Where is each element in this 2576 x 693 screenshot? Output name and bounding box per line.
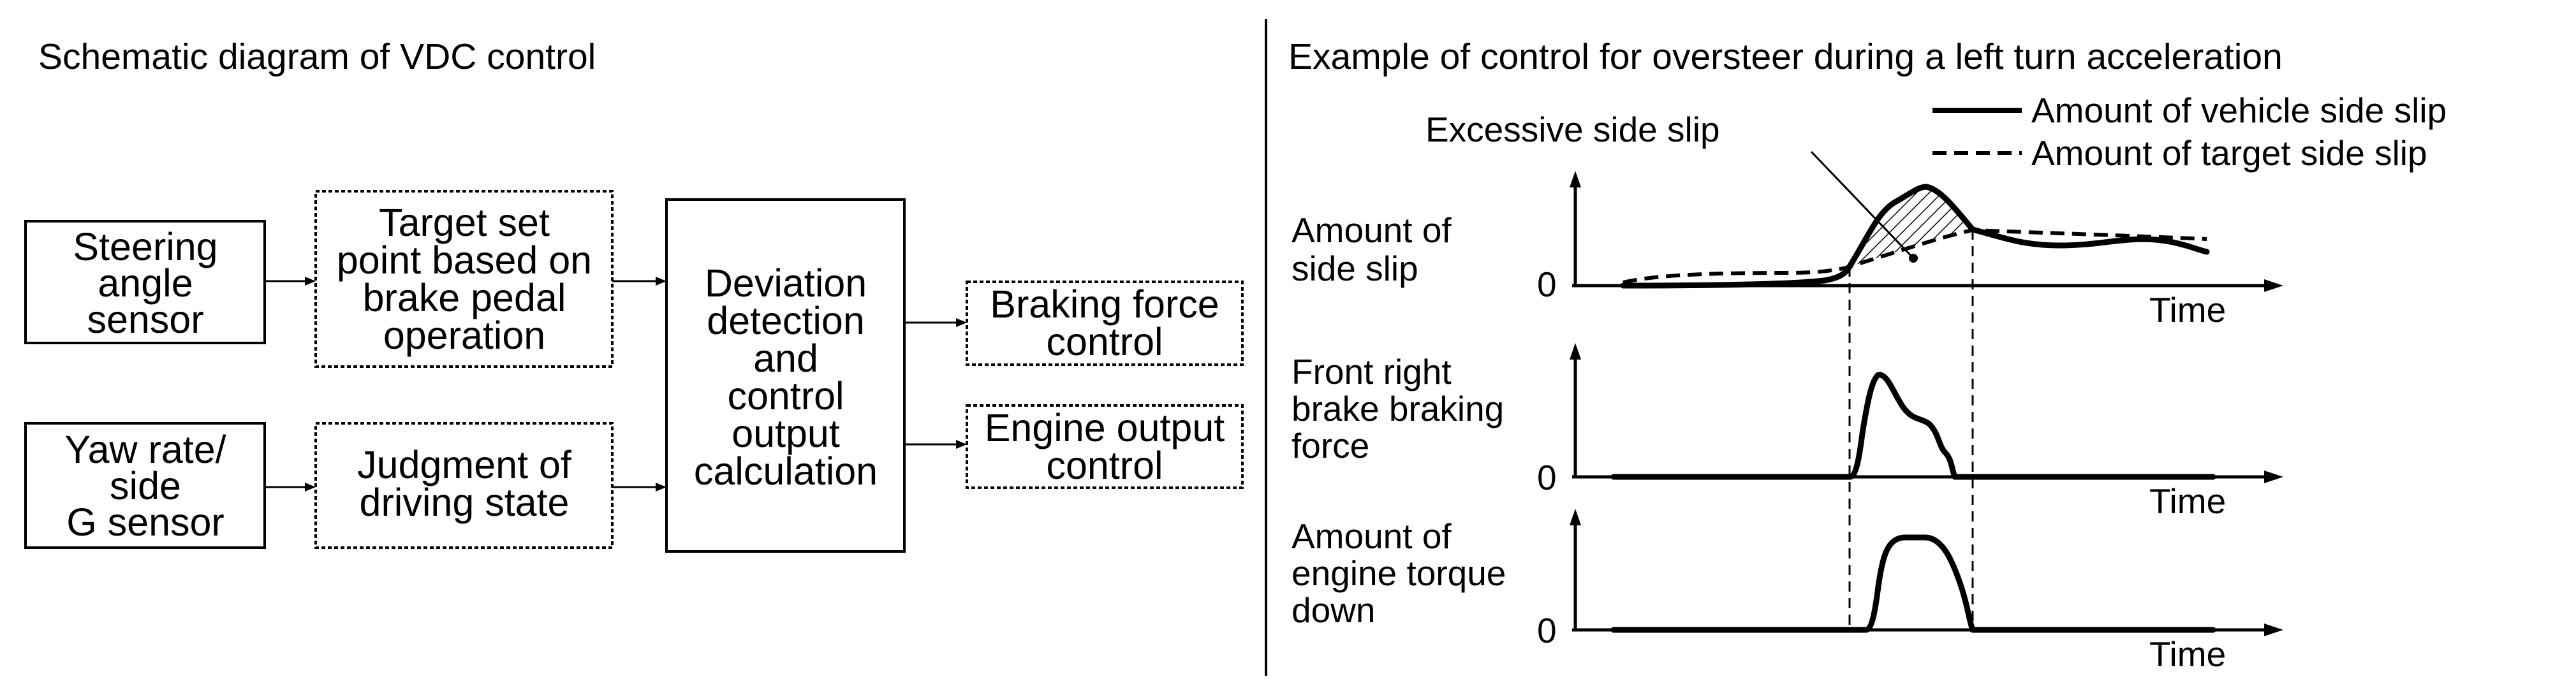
deviation-box-line: calculation	[694, 449, 878, 493]
engine-output-control-box: Engine output control	[966, 404, 1244, 489]
engine-torque-ylabel: engine torque	[1292, 553, 1506, 593]
engine-torque-curve	[1610, 534, 2216, 633]
engine-torque-zero: 0	[1537, 611, 1557, 650]
engine-torque-ylabel: down	[1292, 590, 1375, 630]
right-panel-title: Example of control for oversteer during …	[1288, 36, 2283, 77]
steering-box-line: angle	[98, 261, 193, 305]
deviation-box-line: control	[727, 374, 844, 418]
braking-force-control-box: Braking force control	[966, 281, 1244, 366]
engine-torque-ylabel: Amount of	[1292, 516, 1452, 556]
side-slip-xlabel: Time	[2149, 290, 2226, 330]
excessive-slip-dot	[1909, 254, 1918, 263]
yaw-rate-sensor-box: Yaw rate/ side G sensor	[24, 422, 266, 549]
deviation-box-line: Deviation	[705, 261, 867, 305]
side-slip-ylabel: Amount of	[1292, 210, 1452, 250]
brake-force-curve	[1610, 372, 2216, 480]
judgment-box-line: driving state	[360, 481, 570, 524]
deviation-box-line: output	[732, 412, 840, 455]
judgment-box-line: Judgment of	[357, 443, 572, 486]
deviation-box-line: detection	[707, 299, 865, 342]
target-slip-curve	[1623, 228, 2207, 284]
side-slip-zero: 0	[1537, 265, 1557, 304]
flow-arrows	[265, 277, 967, 492]
vehicle-slip-curve	[1620, 184, 2210, 289]
target-box-line: operation	[383, 314, 545, 357]
target-set-point-box: Target set point based on brake pedal op…	[314, 190, 614, 368]
excessive-slip-label: Excessive side slip	[1425, 110, 1720, 149]
left-panel-title: Schematic diagram of VDC control	[38, 36, 596, 77]
braking-box-line: Braking force	[990, 282, 1219, 326]
engine-box-line: control	[1046, 444, 1163, 487]
yaw-box-line: Yaw rate/	[64, 428, 226, 471]
yaw-box-line: side	[110, 464, 181, 507]
engine-torque-xlabel: Time	[2149, 634, 2226, 674]
excessive-slip-area	[1850, 187, 1973, 266]
side-slip-ylabel: side slip	[1292, 249, 1418, 288]
steering-angle-sensor-box: Steering angle sensor	[24, 220, 266, 344]
brake-force-xlabel: Time	[2149, 481, 2226, 521]
brake-force-ylabel: brake braking	[1292, 389, 1504, 428]
target-box-line: point based on	[337, 238, 592, 282]
deviation-box-line: and	[753, 337, 818, 380]
target-box-line: brake pedal	[363, 276, 566, 319]
chart-legend: Amount of vehicle side slip Amount of ta…	[1932, 91, 2447, 173]
steering-box-line: sensor	[87, 298, 203, 341]
side-slip-graph: Amount of side slip 0 Time	[1292, 171, 2283, 330]
steering-box-line: Steering	[73, 225, 217, 268]
legend-vehicle-slip: Amount of vehicle side slip	[2031, 91, 2447, 130]
engine-torque-graph: Amount of engine torque down 0 Time	[1292, 509, 2283, 674]
brake-force-graph: Front right brake braking force 0 Time	[1292, 343, 2283, 521]
brake-force-zero: 0	[1537, 458, 1557, 497]
legend-target-slip: Amount of target side slip	[2031, 133, 2427, 173]
brake-force-ylabel: Front right	[1292, 352, 1452, 391]
deviation-detection-box: Deviation detection and control output c…	[665, 198, 906, 553]
judgment-box: Judgment of driving state	[314, 422, 614, 549]
target-box-line: Target set	[379, 201, 550, 244]
braking-box-line: control	[1046, 320, 1163, 363]
engine-box-line: Engine output	[985, 406, 1225, 449]
brake-force-ylabel: force	[1292, 426, 1369, 465]
yaw-box-line: G sensor	[66, 500, 224, 544]
